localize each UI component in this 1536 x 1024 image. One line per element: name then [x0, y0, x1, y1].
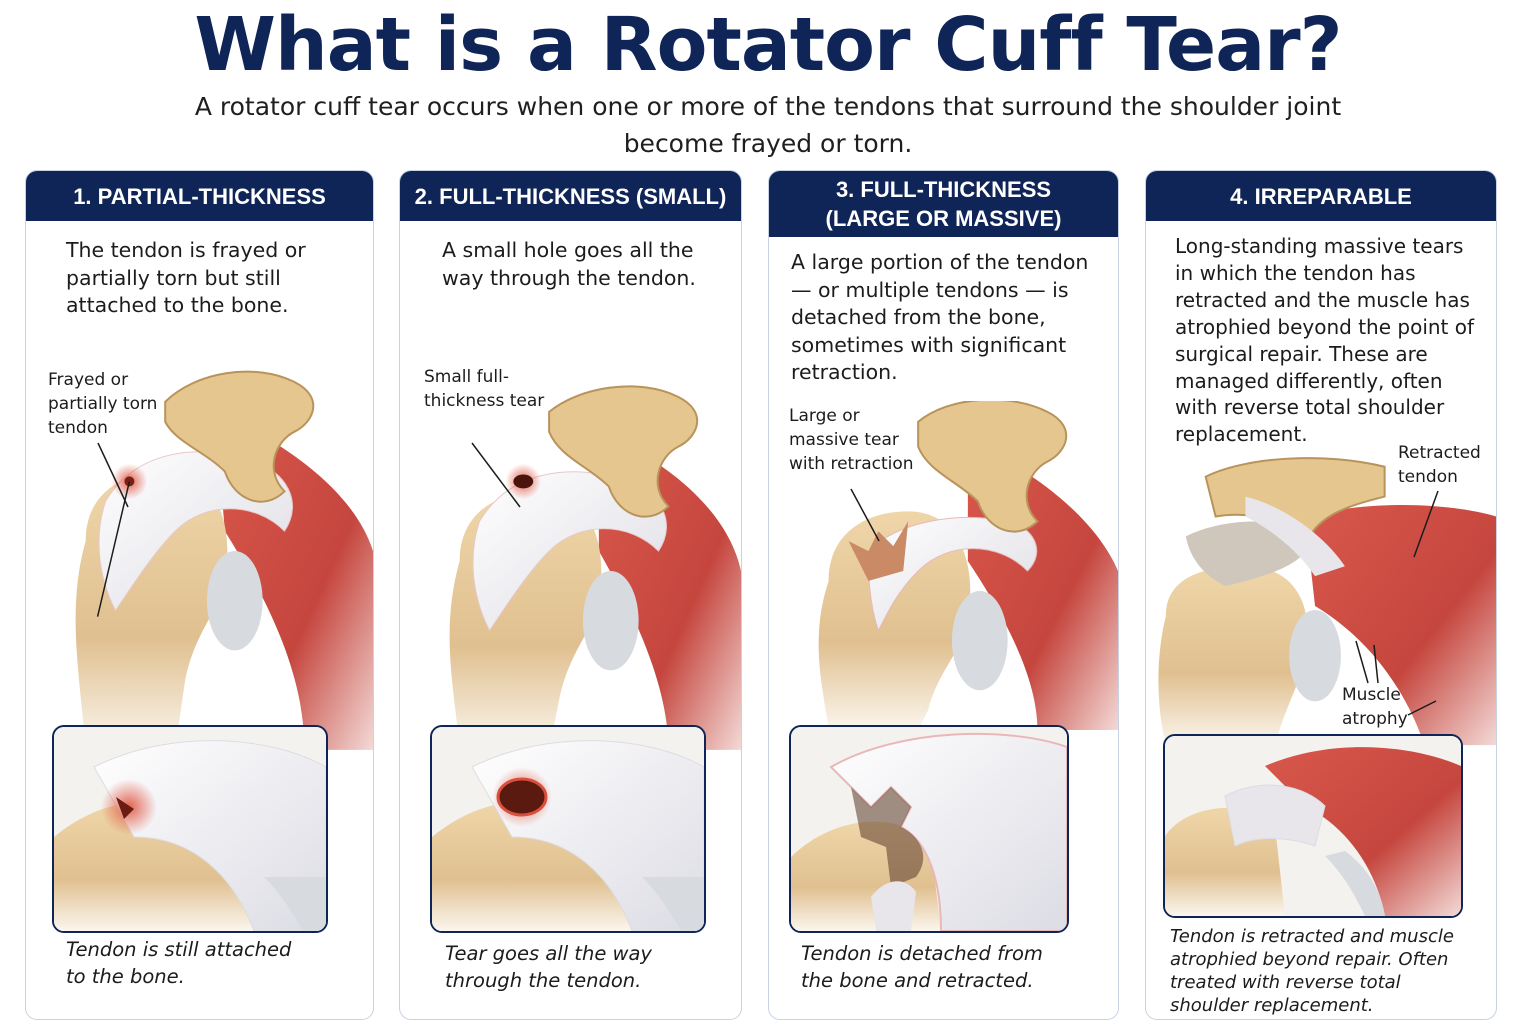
card-description: A small hole goes all the way through th…	[442, 238, 696, 290]
card-caption: Tear goes all the way through the tendon…	[445, 942, 652, 992]
callout-leader-line	[97, 442, 129, 508]
page-subtitle: A rotator cuff tear occurs when one or m…	[194, 92, 1342, 158]
callout-frayed-tendon: Frayed or partially torn tendon	[48, 370, 158, 438]
card-heading: 2. FULL-THICKNESS (SMALL)	[400, 171, 741, 221]
callout-massive-tear: Large or massive tear with retraction	[789, 406, 914, 474]
callout-leader-line	[471, 442, 521, 508]
callout-leader-lines	[1355, 490, 1439, 716]
closeup-inset	[430, 725, 706, 933]
page-title: What is a Rotator Cuff Tear?	[194, 2, 1342, 88]
card-description: Long-standing massive tears in which the…	[1175, 234, 1475, 447]
card-description: A large portion of the tendon — or multi…	[791, 250, 1089, 384]
card-caption: Tendon is still attached to the bone.	[66, 938, 292, 988]
card-heading: 4. IRREPARABLE	[1146, 171, 1496, 221]
card-full-thickness-large: 3. FULL-THICKNESS (LARGE OR MASSIVE) A l…	[768, 170, 1119, 1020]
card-caption: Tendon is detached from the bone and ret…	[801, 942, 1043, 992]
card-heading: 3. FULL-THICKNESS (LARGE OR MASSIVE)	[769, 171, 1118, 237]
callout-retracted-tendon: Retracted tendon	[1398, 443, 1481, 487]
card-partial-thickness: 1. PARTIAL-THICKNESS The tendon is fraye…	[25, 170, 374, 1020]
card-full-thickness-small: 2. FULL-THICKNESS (SMALL) A small hole g…	[399, 170, 742, 1020]
callout-small-tear: Small full-thickness tear	[424, 367, 545, 411]
card-irreparable: 4. IRREPARABLE Long-standing massive tea…	[1145, 170, 1497, 1020]
callout-muscle-atrophy: Muscle atrophy	[1342, 685, 1408, 729]
card-description: The tendon is frayed or partially torn b…	[66, 238, 306, 317]
closeup-inset	[52, 725, 328, 933]
closeup-inset	[789, 725, 1069, 933]
card-heading: 1. PARTIAL-THICKNESS	[26, 171, 373, 221]
closeup-inset	[1163, 734, 1463, 918]
callout-leader-line	[850, 488, 880, 542]
card-caption: Tendon is retracted and muscle atrophied…	[1170, 926, 1454, 1016]
